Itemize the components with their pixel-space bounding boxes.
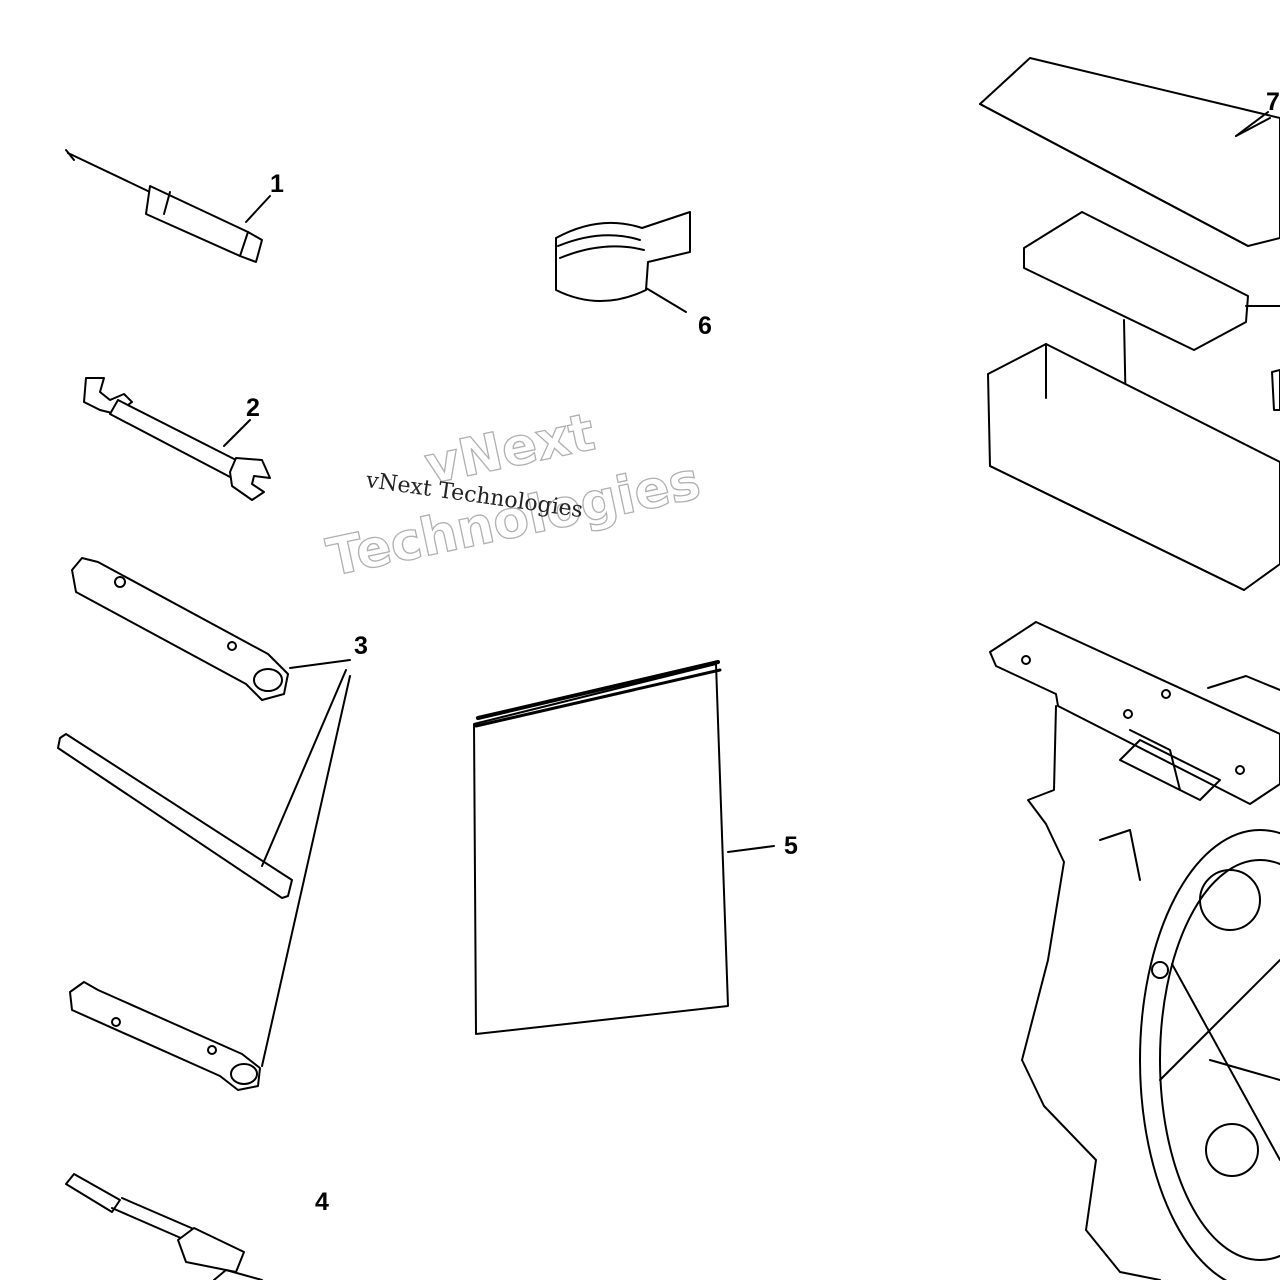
callout-7: 7 [1266, 88, 1280, 116]
callout-6: 6 [698, 312, 712, 340]
screwdriver-1 [65, 149, 263, 263]
manual-5 [473, 660, 775, 1035]
box-spanner-3a [71, 557, 289, 701]
wrench-2 [83, 377, 271, 501]
callout-5: 5 [784, 832, 798, 860]
box-spanner-3c [69, 981, 261, 1091]
fan-housing [989, 621, 1280, 1280]
callout-1: 1 [270, 170, 284, 198]
spark-tool-4 [65, 1173, 263, 1280]
storage-box-7 [979, 57, 1280, 591]
callout-4: 4 [315, 1188, 329, 1216]
rod-3b [57, 733, 293, 899]
callout-3: 3 [354, 632, 368, 660]
callout-2: 2 [246, 394, 260, 422]
tape-6 [555, 211, 691, 313]
